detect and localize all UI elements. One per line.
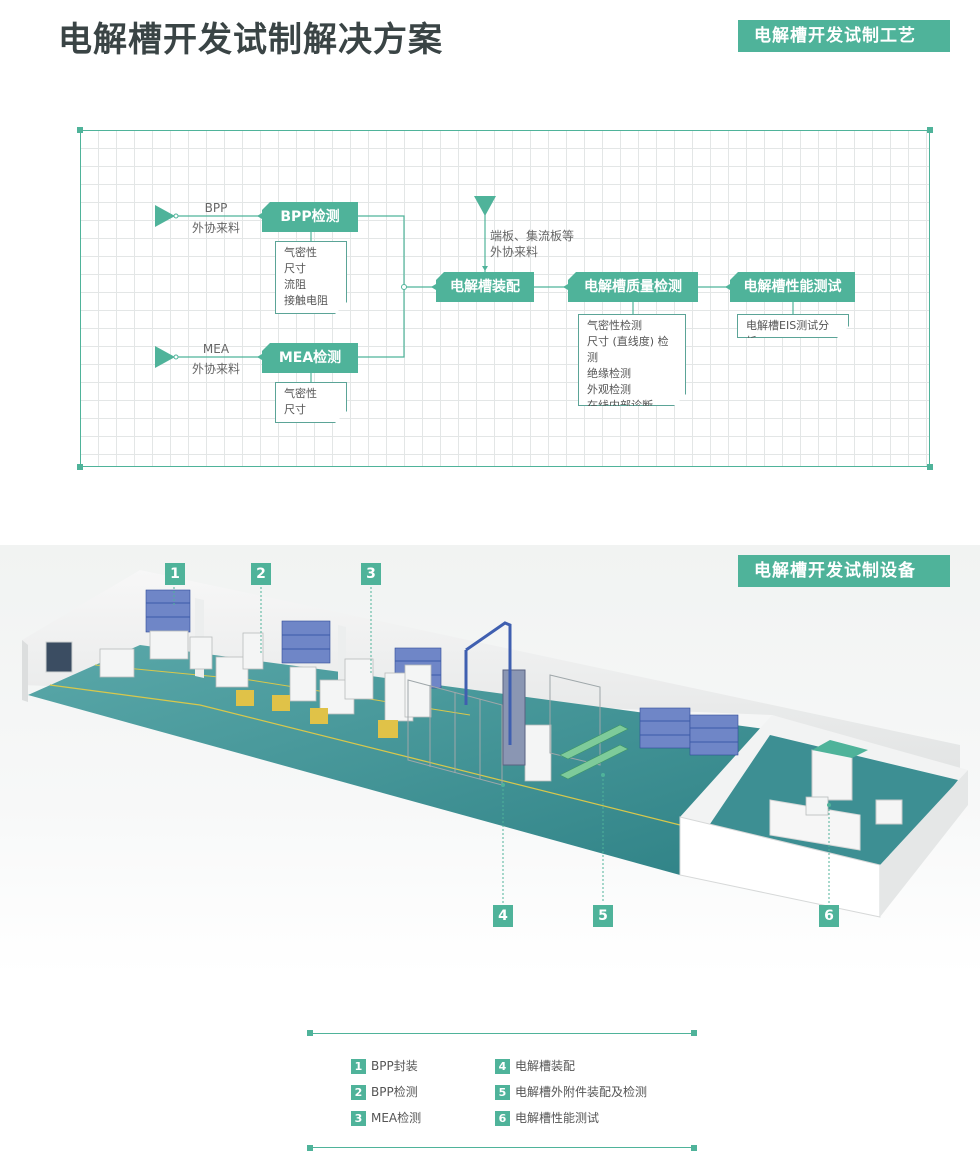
marker-6: 6: [819, 905, 839, 927]
mea-notes: 气密性 尺寸: [275, 382, 347, 423]
marker-1: 1: [165, 563, 185, 585]
note-line: 流阻: [284, 278, 306, 291]
note-line: 外观检测: [587, 383, 631, 396]
legend-item: 5 电解槽外附件装配及检测: [495, 1084, 647, 1100]
note-line: 接触电阻: [284, 294, 328, 307]
marker-5: 5: [593, 905, 613, 927]
legend-item: 4 电解槽装配: [495, 1058, 575, 1074]
corner-marker: [307, 1145, 313, 1151]
legend-number: 1: [351, 1058, 366, 1074]
legend-number: 5: [495, 1084, 510, 1100]
corner-marker: [77, 464, 83, 470]
quality-notes: 气密性检测 尺寸 (直线度) 检测 绝缘检测 外观检测 在线内部诊断: [578, 314, 686, 406]
legend-label: MEA检测: [371, 1111, 422, 1125]
corner-marker: [927, 464, 933, 470]
note-line: 尺寸: [284, 262, 306, 275]
marker-3: 3: [361, 563, 381, 585]
input-name: BPP: [204, 201, 228, 215]
equipment-section-tag: 电解槽开发试制设备: [738, 555, 950, 587]
legend-label: BPP封装: [371, 1059, 418, 1073]
legend-label: 电解槽性能测试: [515, 1111, 600, 1125]
assembly-node: 电解槽装配: [436, 272, 534, 302]
endplate-input-label: 端板、集流板等 外协来料: [490, 228, 574, 260]
legend-panel: [310, 1033, 694, 1148]
corner-marker: [927, 127, 933, 133]
bpp-input-label: BPP 外协来料: [190, 200, 242, 236]
note-line: 气密性检测: [587, 319, 642, 332]
factory-layout-illustration: [0, 545, 980, 975]
note-line: 尺寸 (直线度) 检测: [587, 335, 669, 364]
legend-number: 2: [351, 1084, 366, 1100]
legend-label: 电解槽装配: [515, 1059, 576, 1073]
marker-4: 4: [493, 905, 513, 927]
flow-connectors: [155, 196, 794, 382]
bpp-notes: 气密性 尺寸 流阻 接触电阻: [275, 241, 347, 314]
legend-item: 2 BPP检测: [351, 1084, 418, 1100]
note-line: 尺寸: [284, 403, 306, 416]
note-line: 气密性: [284, 246, 317, 259]
legend-number: 3: [351, 1110, 366, 1126]
legend-item: 6 电解槽性能测试: [495, 1110, 599, 1126]
mea-inspection-node: MEA检测: [262, 343, 358, 373]
input-name: 端板、集流板等: [490, 229, 575, 243]
input-name: MEA: [202, 342, 230, 356]
corner-marker: [77, 127, 83, 133]
note-line: 绝缘检测: [587, 367, 631, 380]
factory-3d-render: [22, 570, 968, 918]
marker-2: 2: [251, 563, 271, 585]
input-source: 外协来料: [191, 362, 240, 376]
process-section-tag: 电解槽开发试制工艺: [738, 20, 950, 52]
corner-marker: [691, 1030, 697, 1036]
performance-test-node: 电解槽性能测试: [730, 272, 855, 302]
note-line: 气密性: [284, 387, 317, 400]
corner-marker: [307, 1030, 313, 1036]
input-source: 外协来料: [191, 221, 240, 235]
corner-marker: [691, 1145, 697, 1151]
legend-label: BPP检测: [371, 1085, 418, 1099]
input-source: 外协来料: [490, 245, 539, 259]
legend-number: 6: [495, 1110, 510, 1126]
legend-label: 电解槽外附件装配及检测: [515, 1085, 648, 1099]
legend-item: 1 BPP封装: [351, 1058, 418, 1074]
page-title: 电解槽开发试制解决方案: [58, 20, 443, 60]
quality-inspection-node: 电解槽质量检测: [568, 272, 698, 302]
performance-notes: 电解槽EIS测试分析: [737, 314, 849, 338]
legend-number: 4: [495, 1058, 510, 1074]
mea-input-label: MEA 外协来料: [190, 341, 242, 377]
legend-item: 3 MEA检测: [351, 1110, 421, 1126]
bpp-inspection-node: BPP检测: [262, 202, 358, 232]
